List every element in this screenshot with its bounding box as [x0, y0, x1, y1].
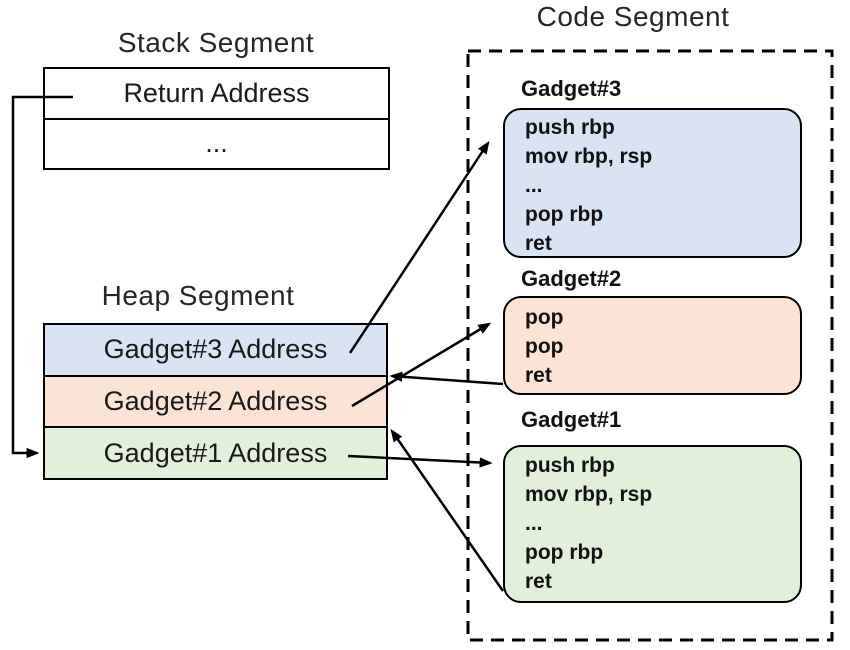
instruction: ... — [525, 174, 543, 197]
instruction: mov rbp, rsp — [525, 483, 653, 506]
gadget2-label: Gadget#2 — [521, 266, 622, 291]
heap-segment-title: Heap Segment — [101, 280, 295, 311]
gadget1-label: Gadget#1 — [521, 407, 622, 432]
instruction: ret — [525, 364, 552, 387]
arrow-gadget1-ret-to-gadget2-address — [390, 428, 505, 592]
instruction: ret — [525, 570, 552, 593]
heap-row-gadget2-address: Gadget#2 Address — [45, 374, 386, 427]
instruction: ... — [525, 512, 543, 535]
instruction: ret — [525, 232, 552, 255]
arrow-gadget2-ret-to-gadget3-address — [389, 371, 504, 386]
gadget3-label: Gadget#3 — [521, 76, 622, 101]
instruction: pop rbp — [525, 203, 604, 226]
instruction: pop rbp — [525, 541, 604, 564]
heap-row-gadget3-address: Gadget#3 Address — [45, 325, 386, 375]
instruction: push rbp — [525, 116, 615, 139]
instruction: pop — [525, 335, 564, 358]
gadget3-code-box: push rbp mov rbp, rsp ... pop rbp ret — [503, 108, 802, 258]
stack-segment-box: Return Address ... — [43, 67, 390, 170]
heap-row-gadget1-address: Gadget#1 Address — [45, 426, 386, 479]
arrow-gadget3-address-to-gadget3-code — [348, 140, 490, 354]
heap-segment-box: Gadget#3 Address Gadget#2 Address Gadget… — [43, 323, 388, 480]
code-segment-title: Code Segment — [536, 1, 730, 32]
gadget2-code-box: pop pop ret — [503, 296, 802, 395]
stack-row-ellipsis: ... — [45, 117, 388, 169]
gadget1-code-box: push rbp mov rbp, rsp ... pop rbp ret — [503, 445, 802, 603]
instruction: pop — [525, 306, 564, 329]
instruction: push rbp — [525, 454, 615, 477]
stack-segment-title: Stack Segment — [117, 27, 315, 58]
instruction: mov rbp, rsp — [525, 145, 653, 168]
stack-row-return-address: Return Address — [123, 77, 310, 108]
